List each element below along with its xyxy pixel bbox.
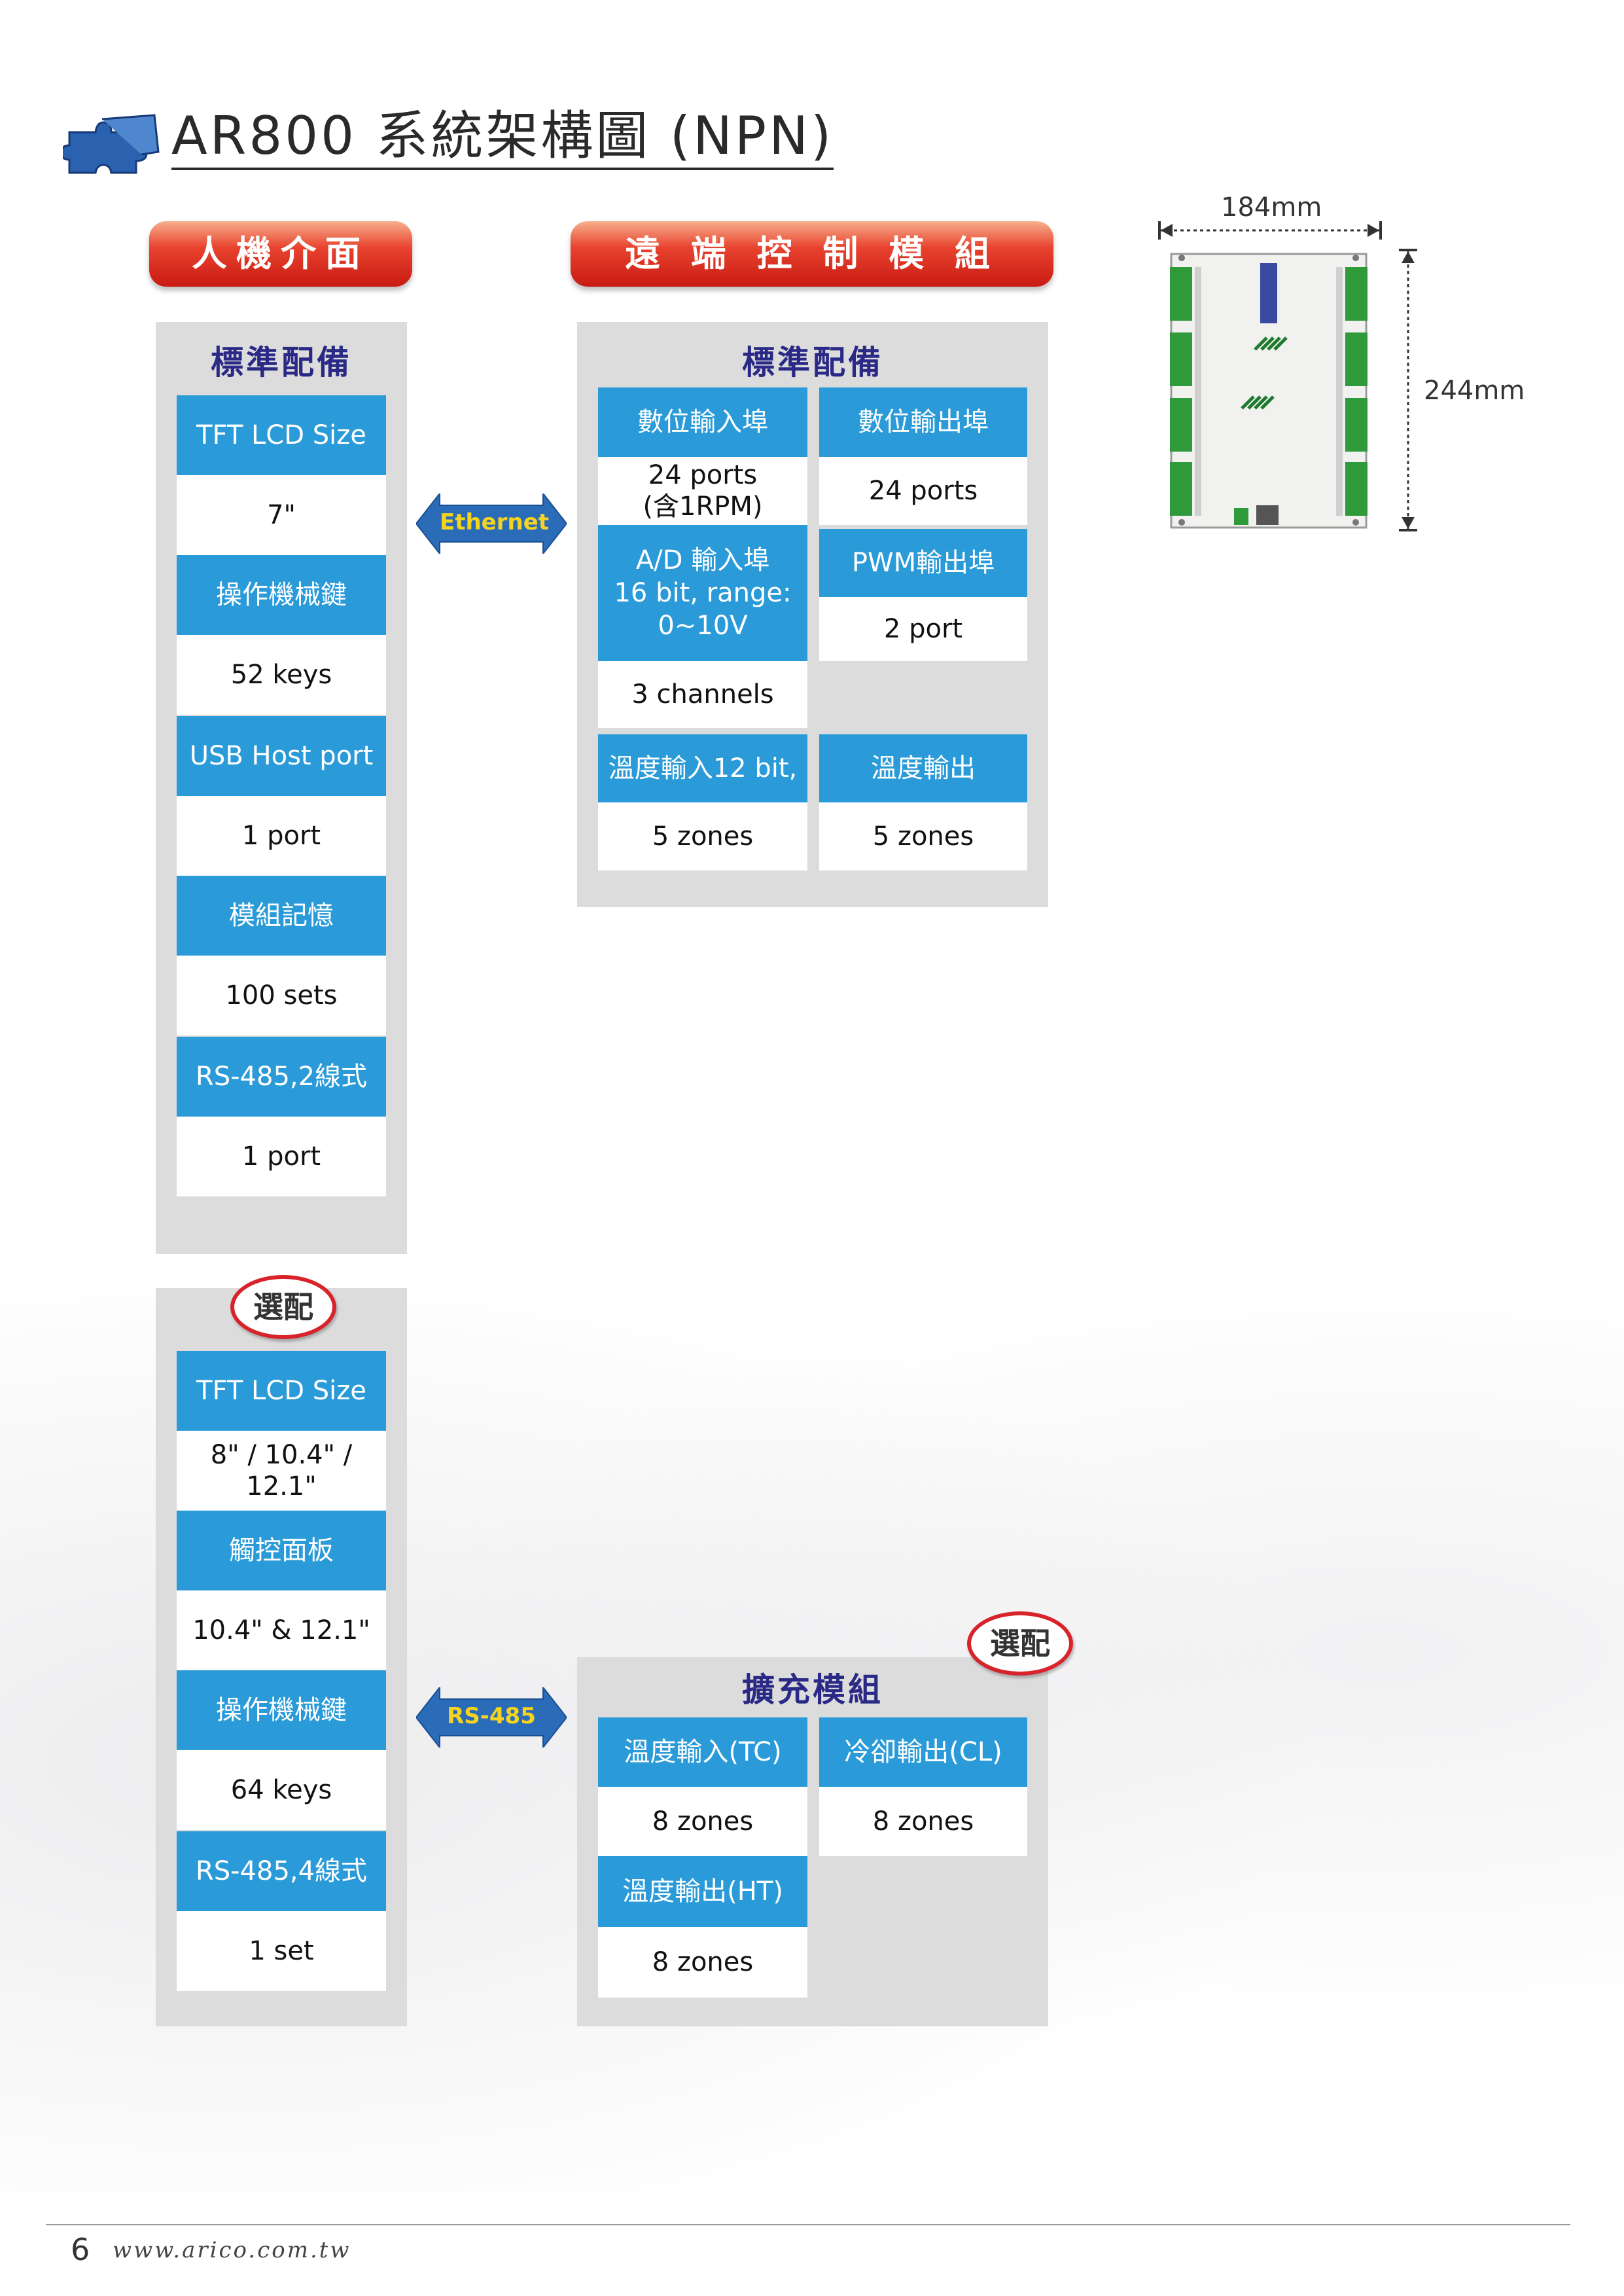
temp-input-header: 溫度輸入12 bit, [598, 734, 807, 802]
pwm-output-header: PWM輸出埠 [819, 529, 1027, 597]
hmi-opt-value-1: 8" / 10.4" / 12.1" [177, 1431, 386, 1511]
hmi-optional-panel: TFT LCD Size 8" / 10.4" / 12.1" 觸控面板 10.… [156, 1288, 407, 2026]
hmi-standard-panel: 標準配備 TFT LCD Size 7" 操作機械鍵 52 keys USB H… [156, 322, 407, 1254]
hmi-std-value-3: 1 port [177, 796, 386, 876]
hmi-banner: 人機介面 [149, 221, 412, 287]
hmi-opt-value-4: 1 set [177, 1911, 386, 1991]
hmi-optional-badge: 選配 [230, 1275, 336, 1339]
digital-output-value: 24 ports [819, 457, 1027, 525]
digital-input-header: 數位輸入埠 [598, 387, 807, 457]
digital-output-header: 數位輸出埠 [819, 387, 1027, 457]
hmi-opt-value-2: 10.4" & 12.1" [177, 1590, 386, 1670]
hmi-std-value-5: 1 port [177, 1117, 386, 1196]
expansion-title: 擴充模組 [742, 1671, 883, 1709]
height-dimension-icon [1399, 249, 1417, 531]
ethernet-arrow-icon [416, 493, 567, 554]
page-title: AR800 系統架構圖 (NPN) [171, 105, 834, 170]
device-height-label: 244mm [1424, 376, 1525, 406]
hmi-std-header-1: TFT LCD Size [177, 395, 386, 475]
remote-standard-panel: 標準配備 數位輸入埠 數位輸出埠 24 ports (含1RPM) 24 por… [577, 322, 1048, 907]
hmi-opt-header-4: RS-485,4線式 [177, 1831, 386, 1911]
pwm-output-value: 2 port [819, 597, 1027, 661]
device-width-label: 184mm [1221, 192, 1322, 223]
hmi-opt-value-3: 64 keys [177, 1750, 386, 1830]
cl-output-value: 8 zones [819, 1787, 1027, 1856]
hmi-std-value-2: 52 keys [177, 635, 386, 715]
rs485-label: RS-485 [447, 1703, 536, 1729]
hmi-opt-header-1: TFT LCD Size [177, 1351, 386, 1431]
footer-url: www.arico.com.tw [113, 2237, 351, 2263]
hmi-std-header-5: RS-485,2線式 [177, 1037, 386, 1117]
tc-input-header: 溫度輸入(TC) [598, 1717, 807, 1787]
puzzle-icon [63, 114, 160, 174]
hmi-std-header-2: 操作機械鍵 [177, 555, 386, 635]
remote-banner: 遠 端 控 制 模 組 [571, 221, 1053, 287]
hmi-opt-header-2: 觸控面板 [177, 1511, 386, 1590]
controller-board-icon [1170, 253, 1368, 529]
ht-output-header: 溫度輸出(HT) [598, 1856, 807, 1927]
expansion-panel: 擴充模組 溫度輸入(TC) 冷卻輸出(CL) 8 zones 8 zones 溫… [577, 1657, 1048, 2026]
ht-output-value: 8 zones [598, 1927, 807, 1998]
hmi-std-header-3: USB Host port [177, 716, 386, 796]
ethernet-label: Ethernet [440, 509, 550, 535]
cl-output-header: 冷卻輸出(CL) [819, 1717, 1027, 1787]
hmi-std-value-4: 100 sets [177, 956, 386, 1035]
rs485-arrow-icon [416, 1687, 567, 1748]
expansion-badge: 選配 [967, 1611, 1073, 1676]
hmi-std-value-1: 7" [177, 475, 386, 555]
page-number: 6 [71, 2232, 90, 2267]
temp-output-header: 溫度輸出 [819, 734, 1027, 802]
ad-input-value: 3 channels [598, 661, 807, 728]
hmi-standard-title: 標準配備 [211, 344, 352, 382]
ad-input-header: A/D 輸入埠 16 bit, range: 0~10V [598, 525, 807, 661]
footer-divider [46, 2224, 1570, 2225]
digital-input-value: 24 ports (含1RPM) [598, 457, 807, 525]
tc-input-value: 8 zones [598, 1787, 807, 1856]
temp-output-value: 5 zones [819, 802, 1027, 870]
remote-standard-title: 標準配備 [742, 344, 883, 382]
hmi-opt-header-3: 操作機械鍵 [177, 1670, 386, 1750]
width-dimension-icon [1158, 221, 1382, 240]
hmi-std-header-4: 模組記憶 [177, 876, 386, 956]
temp-input-value: 5 zones [598, 802, 807, 870]
